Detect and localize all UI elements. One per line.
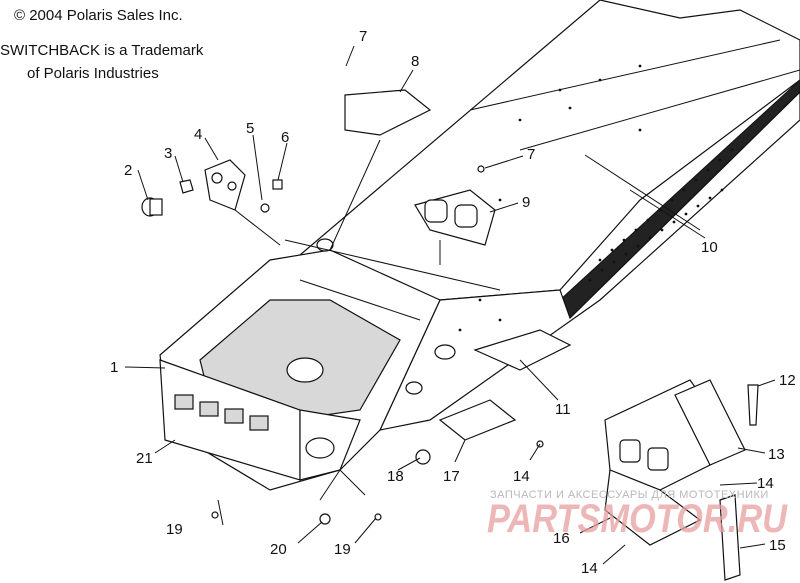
leader-lines (124, 45, 776, 565)
part-3-nut (179, 179, 194, 194)
part-8-bracket (344, 89, 432, 136)
callout-7-top: 7 (359, 28, 367, 45)
callout-19-left: 19 (166, 521, 183, 538)
copyright-line-2: SWITCHBACK is a Trademark (0, 42, 204, 59)
callout-17: 17 (443, 468, 460, 485)
callout-12: 12 (779, 372, 796, 389)
part-9-cooler-bracket (414, 189, 496, 246)
watermark: ЗАПЧАСТИ И АКСЕССУАРЫ ДЛЯ МОТОТЕХНИКИ PA… (487, 489, 788, 541)
callout-18: 18 (387, 468, 404, 485)
callout-8: 8 (411, 53, 419, 70)
callout-11: 11 (555, 401, 571, 418)
callout-10: 10 (701, 239, 718, 256)
copyright-line-1: © 2004 Polaris Sales Inc. (14, 7, 183, 24)
callout-19-right: 19 (334, 541, 351, 558)
part-2-bushing (141, 197, 163, 217)
callout-5: 5 (246, 120, 254, 137)
callout-13: 13 (768, 446, 785, 463)
part-10-rod (584, 154, 701, 231)
callout-6: 6 (281, 129, 289, 146)
watermark-tagline: ЗАПЧАСТИ И АКСЕССУАРЫ ДЛЯ МОТОТЕХНИКИ (490, 489, 769, 501)
callout-3: 3 (164, 145, 172, 162)
copyright-line-3: of Polaris Industries (27, 65, 159, 82)
part-11-bracket (473, 329, 572, 371)
callout-7-deck: 7 (527, 146, 535, 163)
part-17-plate (438, 399, 517, 441)
rivet-pattern (458, 64, 734, 332)
part-4-mount (204, 159, 246, 211)
part-15-plate (719, 494, 741, 581)
part-13-bracket (674, 379, 746, 466)
callout-14-right: 14 (757, 475, 774, 492)
callout-9: 9 (522, 194, 530, 211)
callout-1: 1 (110, 359, 118, 376)
callout-14-center: 14 (513, 468, 530, 485)
tunnel-assembly (298, 0, 800, 431)
callout-16: 16 (553, 530, 570, 547)
callout-14-bottom: 14 (581, 560, 598, 577)
callout-15: 15 (769, 537, 786, 554)
callout-4: 4 (194, 126, 202, 143)
callout-20: 20 (270, 541, 287, 558)
front-bulkhead (159, 238, 501, 491)
callout-21: 21 (136, 450, 153, 467)
callout-2: 2 (124, 162, 132, 179)
callout-labels: 1 2 3 4 5 6 7 7 8 9 10 11 12 13 14 14 14… (110, 28, 796, 577)
watermark-logo: PARTSMOTOR.RU (487, 497, 788, 541)
part-12-clip (747, 384, 759, 426)
